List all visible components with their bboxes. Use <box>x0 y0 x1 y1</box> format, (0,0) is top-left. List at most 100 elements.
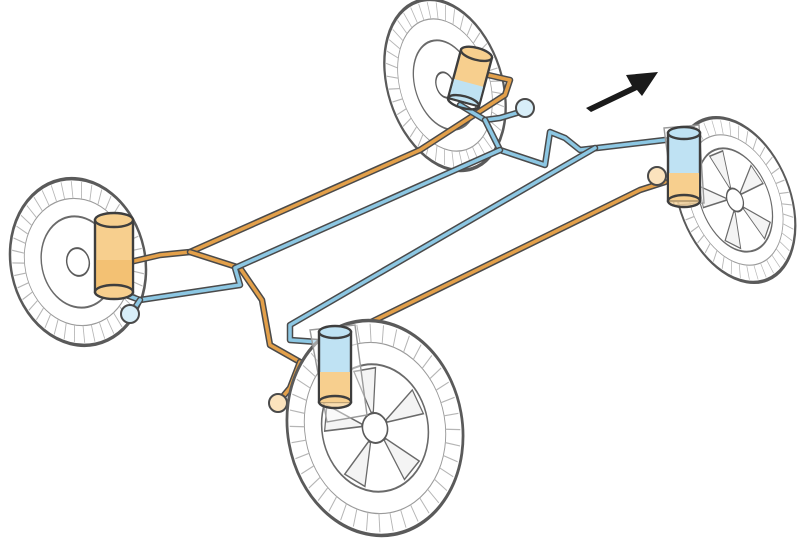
tire-tread <box>782 223 794 230</box>
tire-tread <box>369 323 372 343</box>
accumulator-sphere <box>515 98 535 118</box>
tire-tread <box>752 137 758 150</box>
tire-tread <box>746 265 750 280</box>
tire-tread <box>779 191 789 195</box>
tire-tread <box>417 133 424 147</box>
tire-tread <box>80 181 83 200</box>
tire-tread <box>721 255 725 270</box>
tire-tread <box>490 80 502 83</box>
tire-tread <box>421 355 433 369</box>
tire-tread <box>12 262 25 264</box>
tire-tread <box>434 478 448 492</box>
tire-tread <box>36 307 45 321</box>
tire-tread <box>291 439 306 444</box>
tire-tread <box>444 412 459 417</box>
tire-tread <box>402 117 412 127</box>
tire-tread <box>90 324 96 342</box>
tire-tread <box>409 126 418 138</box>
tire-tread <box>440 396 455 404</box>
tire-tread <box>466 23 473 37</box>
tire-tread <box>392 329 398 348</box>
tire-tread <box>435 381 449 391</box>
tire-tread <box>296 378 311 389</box>
tire-tread <box>403 12 413 29</box>
tire-tread <box>60 182 66 200</box>
tire-tread <box>482 136 493 150</box>
tire-tread <box>378 513 381 533</box>
tire-tread <box>328 496 338 512</box>
tire-tread <box>745 130 749 145</box>
tire-tread <box>459 15 464 30</box>
tire-tread <box>301 465 315 475</box>
tire-tread <box>386 75 399 79</box>
tire-tread <box>289 409 305 414</box>
tire-tread <box>429 367 442 380</box>
wheel-spoke <box>739 164 764 195</box>
tire-tread <box>12 249 25 254</box>
tire-tread <box>426 2 432 19</box>
tire-tread <box>737 125 740 140</box>
tire-tread <box>472 32 481 44</box>
tire-tread <box>89 184 93 202</box>
tire-tread <box>26 205 37 219</box>
tire-tread <box>410 504 419 522</box>
tire-tread <box>106 317 115 334</box>
accumulator-sphere <box>647 166 667 186</box>
tire-tread <box>444 4 446 22</box>
tire-tread <box>70 181 74 199</box>
tire-tread <box>98 321 106 339</box>
tire-tread <box>388 87 400 90</box>
tire-tread <box>308 476 321 489</box>
tire-tread <box>386 50 399 59</box>
tire-tread <box>396 108 407 116</box>
blue-hydraulic-line <box>114 101 669 346</box>
tire-tread <box>82 325 86 343</box>
tire-tread <box>419 497 430 514</box>
tire-tread <box>451 150 455 168</box>
tire-tread <box>389 512 394 532</box>
tire-tread <box>392 28 404 42</box>
tire-tread <box>20 214 33 226</box>
tire-tread <box>403 335 410 353</box>
wheel-spoke <box>708 149 732 189</box>
tire-tread <box>17 282 29 289</box>
tire-tread <box>439 467 454 478</box>
accumulator-sphere <box>120 304 140 324</box>
tire-tread <box>697 234 705 244</box>
tire-tread <box>730 260 733 275</box>
direction-arrow <box>586 72 658 112</box>
tire-tread <box>317 487 329 501</box>
damper-cylinder <box>446 45 494 111</box>
tire-tread <box>41 190 50 207</box>
damper-cylinder <box>663 124 705 209</box>
tire-tread <box>703 122 710 138</box>
tire-tread <box>760 262 767 278</box>
tire-tread <box>50 185 58 203</box>
tire-tread <box>28 299 38 311</box>
damper-cylinder <box>93 211 135 301</box>
tire-tread <box>753 264 759 280</box>
tire-tread <box>400 509 407 528</box>
tire-tread <box>33 196 43 212</box>
tire-tread <box>104 195 112 211</box>
tire-tread <box>781 203 792 206</box>
tire-tread <box>775 179 785 185</box>
tire-tread <box>685 215 695 221</box>
tire-tread <box>302 364 316 378</box>
tire-tread <box>292 393 307 402</box>
tire-tread <box>22 291 33 301</box>
tire-tread <box>766 259 774 274</box>
tire-tread <box>397 20 408 34</box>
tire-tread <box>489 120 501 131</box>
tire-tread <box>776 248 786 261</box>
tire-tread <box>711 120 717 136</box>
tire-tread <box>759 146 766 158</box>
tire-tread <box>738 263 741 279</box>
tire-tread <box>729 121 732 137</box>
tire-tread <box>435 2 439 20</box>
tire-tread <box>53 318 59 335</box>
tire-tread <box>771 254 781 268</box>
wheel-spoke <box>343 440 372 488</box>
tire-tread <box>720 120 724 135</box>
